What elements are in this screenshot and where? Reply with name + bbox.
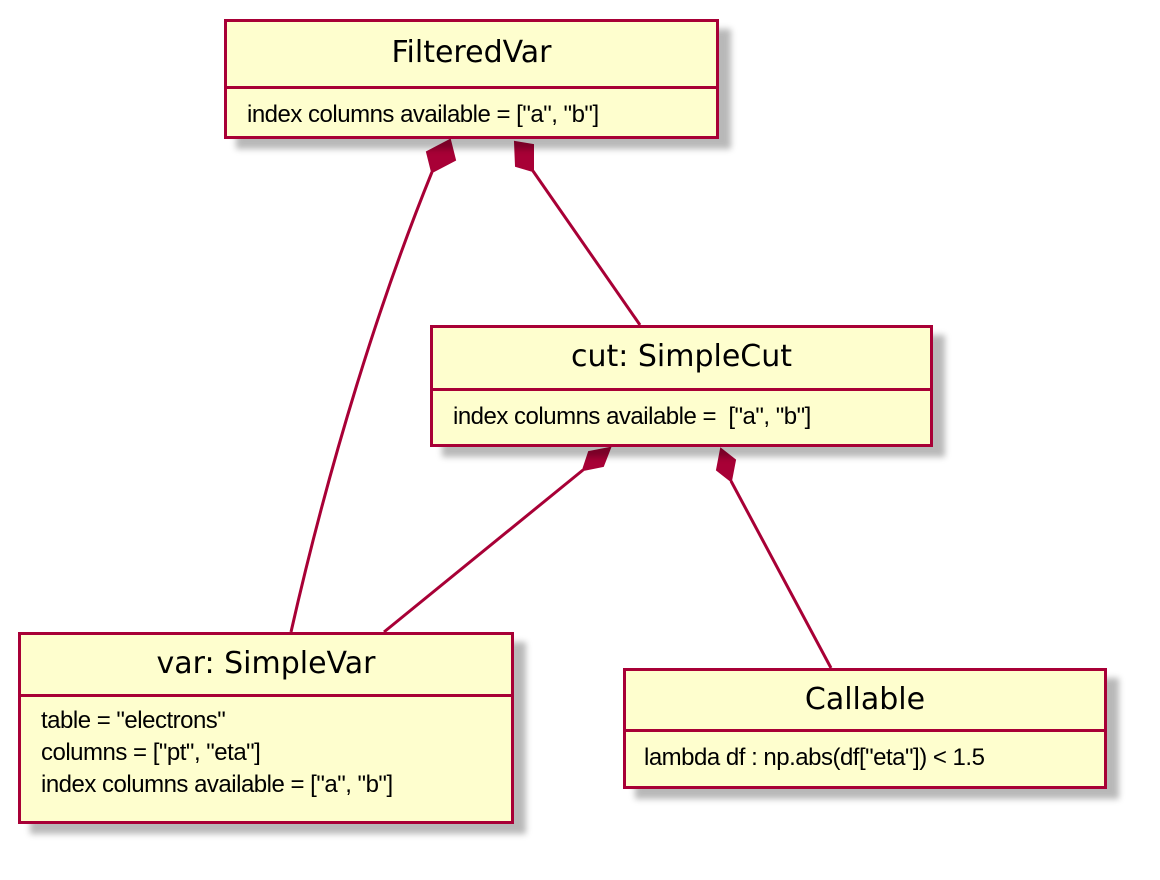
- relation-simplecut-simplevar: [383, 446, 612, 634]
- class-attributes: index columns available = ["a", "b"]: [433, 391, 930, 433]
- class-attribute: index columns available = ["a", "b"]: [41, 771, 393, 798]
- class-title: FilteredVar: [227, 22, 716, 89]
- relation-simplecut-callable: [715, 447, 833, 669]
- class-box-filteredvar[interactable]: FilteredVar index columns available = ["…: [224, 19, 719, 139]
- relation-line: [729, 480, 833, 669]
- class-title: Callable: [626, 671, 1104, 732]
- composition-diamond-icon: [513, 140, 534, 173]
- composition-diamond-icon: [715, 447, 737, 483]
- class-title: cut: SimpleCut: [433, 328, 930, 391]
- relation-filteredvar-simplevar: [289, 138, 457, 633]
- class-attribute: index columns available = ["a", "b"]: [247, 101, 599, 128]
- class-box-simplevar[interactable]: var: SimpleVar table = "electrons" colum…: [18, 632, 514, 824]
- relation-line: [289, 171, 434, 633]
- relation-line: [531, 170, 642, 326]
- composition-diamond-icon: [425, 138, 457, 174]
- class-attribute: table = "electrons": [41, 707, 226, 734]
- relation-line: [383, 468, 584, 634]
- class-attributes: table = "electrons" columns = ["pt", "et…: [21, 697, 511, 801]
- class-attribute: lambda df : np.abs(df["eta"]) < 1.5: [644, 744, 985, 771]
- relation-filteredvar-simplecut: [513, 140, 642, 326]
- class-attributes: lambda df : np.abs(df["eta"]) < 1.5: [626, 732, 1104, 774]
- class-box-simplecut[interactable]: cut: SimpleCut index columns available =…: [430, 325, 933, 447]
- class-title: var: SimpleVar: [21, 635, 511, 697]
- class-box-callable[interactable]: Callable lambda df : np.abs(df["eta"]) <…: [623, 668, 1107, 789]
- class-attribute: columns = ["pt", "eta"]: [41, 739, 261, 766]
- composition-diamond-icon: [581, 446, 612, 472]
- class-attributes: index columns available = ["a", "b"]: [227, 89, 716, 131]
- class-attribute: index columns available = ["a", "b"]: [453, 403, 811, 430]
